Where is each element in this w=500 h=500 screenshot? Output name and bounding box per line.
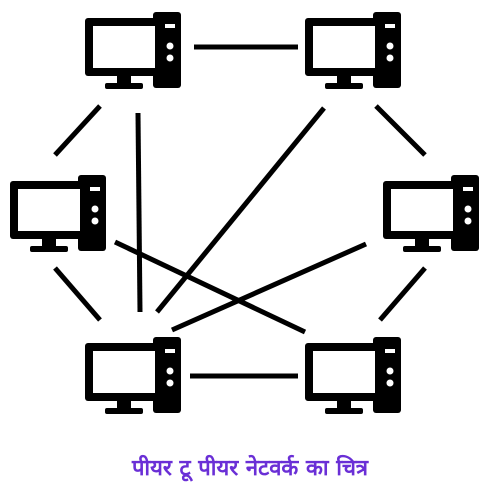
link-top-right-to-bottom-left (155, 106, 326, 314)
computer-bottom-left-desktop-computer-icon (85, 337, 181, 414)
link-middle-left-to-bottom-left (53, 266, 102, 322)
link-top-left-to-bottom-left (135, 112, 143, 313)
computer-middle-right-desktop-computer-icon (383, 175, 479, 252)
link-middle-right-to-bottom-right (378, 266, 427, 322)
computer-top-left-desktop-computer-icon (85, 12, 181, 89)
link-middle-right-to-bottom-left (170, 241, 368, 333)
computer-middle-left-desktop-computer-icon (10, 175, 106, 252)
network-nodes (10, 12, 479, 414)
link-top-left-to-middle-left (53, 104, 102, 157)
diagram-caption: पीयर टू पीयर नेटवर्क का चित्र (131, 456, 369, 481)
network-links (53, 44, 427, 379)
link-top-right-to-middle-right (374, 104, 427, 157)
link-middle-left-to-bottom-right (113, 239, 307, 335)
computer-bottom-right-desktop-computer-icon (305, 337, 401, 414)
computer-top-right-desktop-computer-icon (305, 12, 401, 89)
